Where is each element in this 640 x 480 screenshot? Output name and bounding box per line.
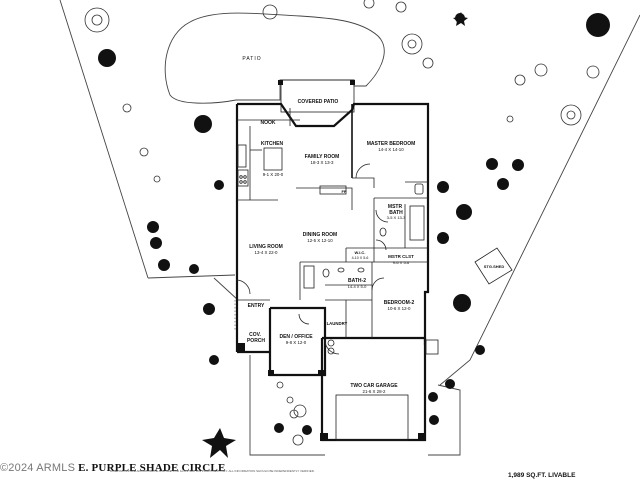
covered-patio-label: COVERED PATIO bbox=[298, 99, 339, 105]
footer-address: E. PURPLE SHADE CIRCLE bbox=[78, 462, 226, 474]
bath2-label: BATH-2 bbox=[348, 278, 366, 284]
cov-porch-label: COV. bbox=[249, 332, 261, 338]
patio-area: PATIO bbox=[164, 12, 385, 104]
family-room-dims: 18-3 X 13-3 bbox=[311, 160, 335, 165]
interior-walls bbox=[237, 104, 428, 338]
mstr-bath-dims: 3-5 X 13-3 bbox=[387, 215, 406, 220]
dining-room-label: DINING ROOM bbox=[303, 232, 337, 238]
footer-sqft: 1,989 SQ.FT. LIVABLE bbox=[508, 472, 576, 479]
mstr-clst-label: MSTR CLST bbox=[388, 254, 414, 259]
kitchen-label: KITCHEN bbox=[261, 141, 284, 147]
living-room-label: LIVING ROOM bbox=[249, 244, 283, 250]
bedroom2-label: BEDROOM-2 bbox=[384, 300, 415, 306]
mstr-clst-dims: 9-6 X 5-6 bbox=[393, 260, 410, 265]
outline-shrubs bbox=[84, 0, 600, 446]
patio-label: PATIO bbox=[242, 56, 261, 62]
den-office-dims: 9-8 X 12-0 bbox=[286, 340, 307, 345]
family-room-label: FAMILY ROOM bbox=[305, 154, 340, 160]
garage-label: TWO CAR GARAGE bbox=[350, 383, 398, 389]
storage-shed-label: STG.SHED bbox=[484, 264, 505, 269]
covered-patio: COVERED PATIO bbox=[278, 79, 355, 113]
master-bedroom-dims: 14-4 X 14-10 bbox=[378, 147, 404, 152]
dark-shrubs bbox=[98, 13, 610, 435]
master-bedroom-label: MASTER BEDROOM bbox=[367, 141, 416, 147]
mstr-bath-label2: BATH bbox=[389, 210, 403, 216]
dining-room-dims: 12-5 X 12-10 bbox=[307, 238, 333, 243]
storage-shed: STG.SHED bbox=[474, 247, 513, 285]
fp-label: FP bbox=[341, 189, 346, 194]
room-labels: NOOK KITCHEN 9-1 X 20-0 FAMILY ROOM 18-3… bbox=[247, 120, 415, 394]
footer-address-line: ©2024 ARMLS E. PURPLE SHADE CIRCLE bbox=[0, 462, 226, 474]
laundry-label: LAUNDRY bbox=[327, 321, 348, 326]
wic-label: W.I.C. bbox=[355, 250, 366, 255]
fixtures bbox=[236, 144, 439, 441]
entry-label: ENTRY bbox=[248, 303, 265, 309]
footer-fine-print: DIMENSIONS ARE APPROXIMATE AND ARE FOR I… bbox=[110, 470, 315, 473]
nook-label: NOOK bbox=[261, 120, 276, 126]
palm-trees bbox=[202, 12, 468, 458]
bath2-dims: 14-4 X 5-0 bbox=[348, 284, 367, 289]
cov-porch-label2: PORCH bbox=[247, 338, 265, 344]
bedroom2-dims: 10-6 X 12-0 bbox=[388, 306, 412, 311]
door-swings bbox=[235, 163, 389, 355]
mstr-bath-label: MSTR bbox=[388, 204, 403, 210]
footer-copyright: ©2024 ARMLS bbox=[0, 462, 76, 474]
living-room-dims: 13-4 X 22-0 bbox=[255, 250, 279, 255]
kitchen-dims: 9-1 X 20-0 bbox=[263, 172, 284, 177]
garage-dims: 21-6 X 28-2 bbox=[363, 389, 387, 394]
den-office-label: DEN / OFFICE bbox=[279, 334, 313, 340]
wic-dims: 4-10 X 5-6 bbox=[352, 256, 369, 260]
